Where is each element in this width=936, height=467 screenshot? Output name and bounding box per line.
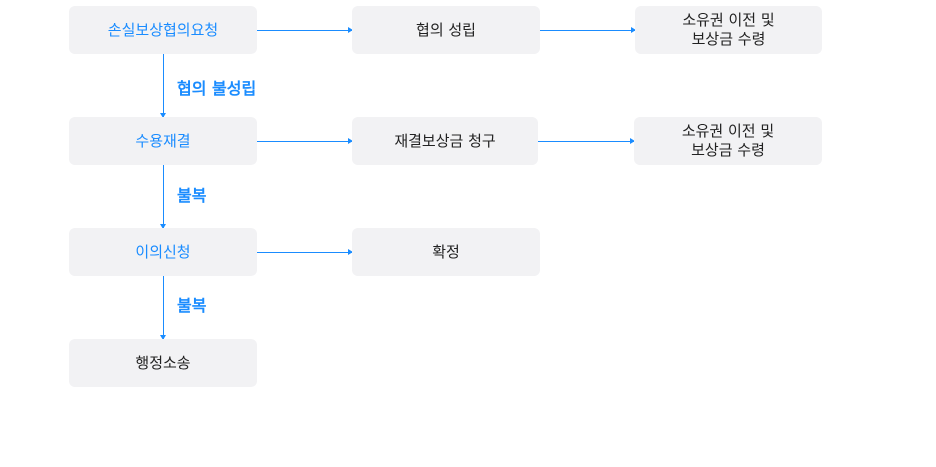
edge-label-disagree-1: 불복	[177, 186, 207, 205]
node-expropriation-ruling: 수용재결	[69, 117, 257, 165]
node-ruling-compensation-claim: 재결보상금 청구	[352, 117, 538, 165]
node-agreement-reached-label: 협의 성립	[416, 20, 476, 39]
edge-label-agreement-failed: 협의 불성립	[177, 79, 257, 98]
arrow-request-to-ruling	[160, 54, 166, 118]
arrow-claim-to-transfer	[538, 138, 635, 144]
arrow-objection-to-confirmed	[257, 249, 353, 255]
node-ownership-transfer-1-label: 소유권 이전 및 보상금 수령	[682, 11, 775, 48]
node-ruling-compensation-claim-label: 재결보상금 청구	[394, 131, 496, 150]
arrow-ruling-to-objection	[160, 165, 166, 229]
node-administrative-litigation: 행정소송	[69, 339, 257, 387]
node-loss-compensation-request-label: 손실보상협의요청	[107, 20, 219, 39]
edge-label-disagree-2: 불복	[177, 296, 207, 315]
node-ownership-transfer-1: 소유권 이전 및 보상금 수령	[635, 6, 822, 54]
arrow-objection-to-litigation	[160, 276, 166, 340]
node-objection-ruling-label: 이의신청	[135, 242, 191, 261]
arrow-ruling-to-claim	[257, 138, 353, 144]
node-confirmed-label: 확정	[432, 242, 460, 261]
node-ownership-transfer-2-label: 소유권 이전 및 보상금 수령	[681, 122, 775, 159]
node-objection-ruling: 이의신청	[69, 228, 257, 276]
node-loss-compensation-request: 손실보상협의요청	[69, 6, 257, 54]
node-confirmed: 확정	[352, 228, 540, 276]
node-expropriation-ruling-label: 수용재결	[135, 131, 191, 150]
node-agreement-reached: 협의 성립	[352, 6, 540, 54]
arrow-request-to-agreement	[257, 27, 353, 33]
node-ownership-transfer-2: 소유권 이전 및 보상금 수령	[634, 117, 822, 165]
node-administrative-litigation-label: 행정소송	[135, 353, 191, 372]
arrow-agreement-to-transfer	[540, 27, 636, 33]
